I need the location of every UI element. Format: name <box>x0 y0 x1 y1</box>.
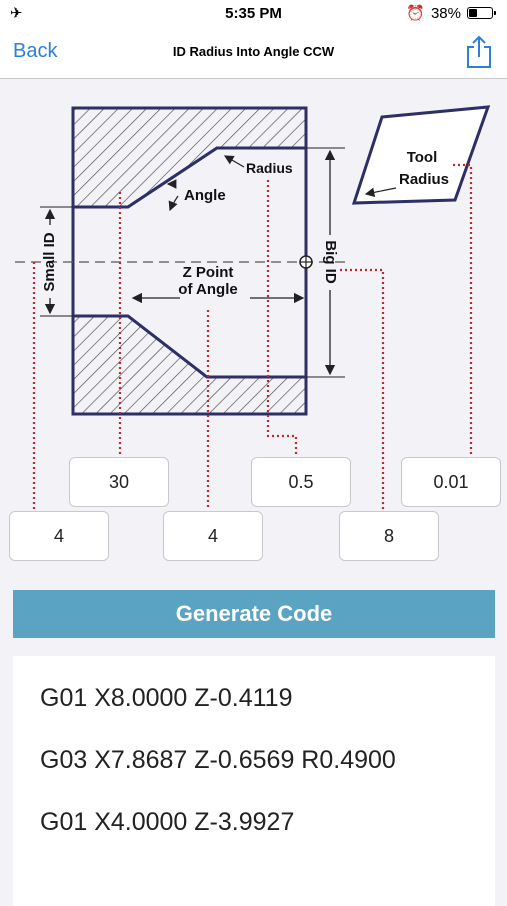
small-id-input[interactable]: 4 <box>9 511 109 561</box>
navigation-bar: Back ID Radius Into Angle CCW <box>0 26 507 79</box>
battery-fill <box>469 9 477 17</box>
big-id-label: Big ID <box>322 240 339 283</box>
battery-percent: 38% <box>430 4 461 22</box>
angle-input[interactable]: 30 <box>69 457 169 507</box>
code-line: G01 X4.0000 Z-3.9927 <box>40 808 295 836</box>
z-point-input[interactable]: 4 <box>163 511 263 561</box>
tool-radius-input[interactable]: 0.01 <box>401 457 501 507</box>
angle-label: Angle <box>184 187 226 204</box>
status-right: ⏰ 38% <box>406 4 496 22</box>
z-point-label-2: of Angle <box>178 281 237 298</box>
status-time: 5:35 PM <box>225 5 282 22</box>
tool-insert-icon <box>351 105 491 205</box>
big-id-input[interactable]: 8 <box>339 511 439 561</box>
share-icon[interactable] <box>465 35 493 69</box>
code-line: G01 X8.0000 Z-0.4119 <box>40 684 293 712</box>
radius-input[interactable]: 0.5 <box>251 457 351 507</box>
code-output: G01 X8.0000 Z-0.4119 G03 X7.8687 Z-0.656… <box>13 656 495 906</box>
leader-lines <box>32 163 473 510</box>
tool-label: Tool <box>407 149 438 166</box>
generate-code-button[interactable]: Generate Code <box>13 590 495 638</box>
battery-icon <box>467 7 496 19</box>
back-button[interactable]: Back <box>13 40 58 62</box>
page-title: ID Radius Into Angle CCW <box>172 44 335 59</box>
status-bar: ✈ 5:35 PM ⏰ 38% <box>0 0 507 26</box>
radius-label: Radius <box>246 160 293 176</box>
alarm-icon: ⏰ <box>406 5 425 22</box>
tool-radius-label: Radius <box>399 171 449 188</box>
z-point-label-1: Z Point <box>183 264 234 281</box>
small-id-label: Small ID <box>41 232 58 291</box>
code-line: G03 X7.8687 Z-0.6569 R0.4900 <box>40 746 396 774</box>
part-diagram: Small ID Big ID Z Point of Angle Angle R… <box>15 105 491 510</box>
airplane-icon: ✈ <box>10 5 23 22</box>
